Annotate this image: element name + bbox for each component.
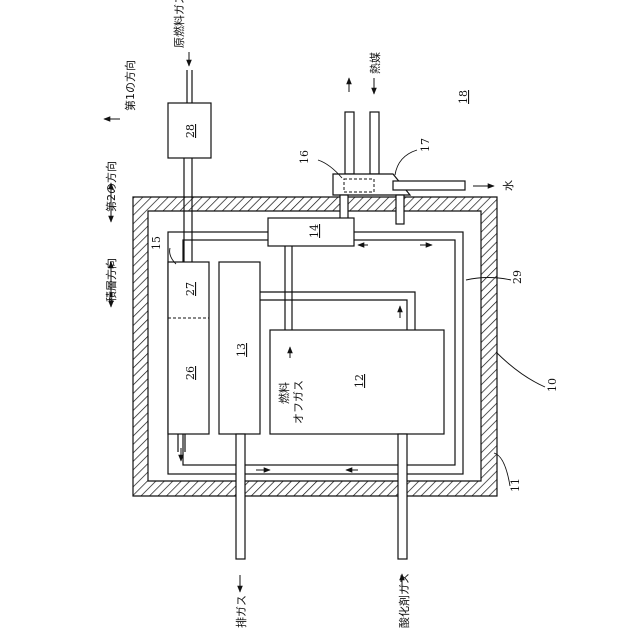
ref-28: 28 bbox=[184, 124, 197, 138]
ref-27: 27 bbox=[184, 282, 197, 296]
label-stacking-direction: 積層方向 bbox=[104, 258, 118, 302]
label-fuel-off-gas-2: オフガス bbox=[292, 380, 305, 424]
label-heat-medium: 熱媒 bbox=[369, 52, 382, 74]
label-oxidant-gas: 酸化剤ガス bbox=[397, 573, 411, 628]
label-fuel-off-gas-1: 燃料 bbox=[277, 382, 291, 404]
ref-13: 13 bbox=[235, 343, 248, 357]
raw-fuel-gas-pipe bbox=[184, 70, 192, 262]
figure-ref-18: 18 bbox=[457, 90, 470, 104]
ref-26: 26 bbox=[184, 366, 197, 380]
ref-11: 11 bbox=[509, 478, 522, 492]
label-exhaust-gas: 排ガス bbox=[234, 595, 248, 628]
ref-29: 29 bbox=[511, 270, 524, 284]
ref-15: 15 bbox=[150, 236, 163, 250]
ref-12: 12 bbox=[353, 374, 366, 388]
ref-10: 10 bbox=[546, 378, 559, 392]
label-second-direction: 第2の方向 bbox=[104, 161, 118, 212]
label-first-direction: 第1の方向 bbox=[123, 60, 137, 111]
label-water: 水 bbox=[502, 180, 515, 191]
heat-medium-pipes bbox=[345, 112, 379, 174]
flow-arrows bbox=[104, 52, 494, 592]
ref-16: 16 bbox=[298, 150, 311, 164]
ref-17: 17 bbox=[419, 138, 432, 152]
label-raw-fuel-gas: 原燃料ガス bbox=[172, 0, 186, 48]
ref-14: 14 bbox=[308, 224, 321, 238]
